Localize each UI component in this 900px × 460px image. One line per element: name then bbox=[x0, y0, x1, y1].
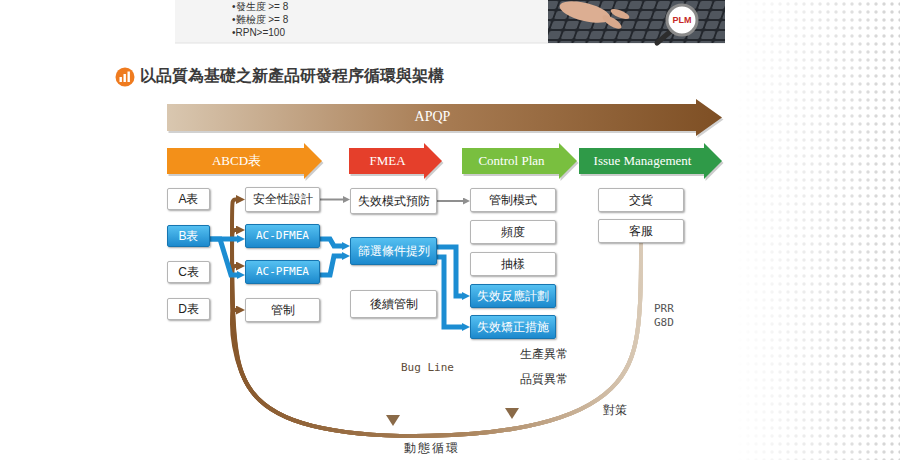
node-text: 管制模式 bbox=[489, 193, 537, 207]
node-text: ABCD表 bbox=[212, 153, 261, 169]
highlight-box: 失效矯正措施 bbox=[470, 315, 556, 339]
hand-photo bbox=[558, 0, 613, 27]
flow-connector bbox=[210, 239, 237, 275]
flow-connector bbox=[320, 199, 343, 201]
node-text: 交貨 bbox=[629, 193, 653, 207]
highlight-box: 篩選條件提列 bbox=[350, 237, 437, 265]
dot-pattern bbox=[735, 0, 900, 460]
phase-arrow: ABCD表 bbox=[167, 143, 322, 179]
process-box: 客服 bbox=[598, 219, 684, 243]
node-text: 後續管制 bbox=[370, 297, 418, 311]
lens-ring bbox=[667, 5, 697, 35]
annotation-label: 動態循環 bbox=[402, 441, 462, 455]
flow-connector bbox=[320, 239, 342, 246]
band-body bbox=[167, 99, 722, 136]
annotation-label: 品質異常 bbox=[518, 372, 570, 386]
annotation-label: Bug Line bbox=[399, 361, 456, 374]
annotation-label: •難檢度 >= 8 bbox=[232, 14, 288, 26]
annotation-label: G8D bbox=[652, 316, 676, 329]
bug-line-arrow bbox=[391, 321, 395, 416]
annotation-label: •發生度 >= 8 bbox=[232, 1, 288, 13]
node-text: 管制 bbox=[271, 303, 295, 317]
flow-connector bbox=[437, 200, 463, 202]
anomaly-arrow bbox=[510, 342, 514, 409]
apqp-arrow-band: APQP bbox=[167, 99, 722, 136]
phase-arrow: FMEA bbox=[349, 143, 442, 179]
title-icon-bar bbox=[120, 77, 122, 82]
dynamic-loop-connector bbox=[232, 200, 641, 436]
annotation-label: PRR bbox=[652, 302, 676, 315]
node-text: Control Plan bbox=[478, 153, 544, 169]
process-box: 抽樣 bbox=[470, 252, 556, 276]
node-text: AC-DFMEA bbox=[256, 229, 309, 242]
node-text: AC-PFMEA bbox=[256, 265, 309, 278]
node-text: PLM bbox=[673, 15, 692, 26]
node-text: 失效反應計劃 bbox=[477, 289, 549, 303]
dynamic-loop-connector bbox=[232, 243, 641, 436]
node-text: 失效模式預防 bbox=[358, 194, 430, 208]
highlight-box: B表 bbox=[167, 225, 210, 247]
process-box: 頻度 bbox=[470, 220, 556, 244]
title-icon-bar bbox=[124, 74, 126, 82]
process-box: D表 bbox=[167, 298, 210, 320]
phase-body bbox=[579, 143, 722, 179]
node-text: A表 bbox=[178, 192, 198, 206]
node-text: 篩選條件提列 bbox=[358, 244, 430, 258]
magnifier-lens: PLM bbox=[665, 3, 699, 37]
title-icon-bar bbox=[128, 72, 130, 83]
phase-body bbox=[349, 143, 442, 179]
magnifier-handle bbox=[657, 31, 671, 43]
anomaly-arrowhead bbox=[505, 408, 519, 419]
node-text: Issue Management bbox=[594, 153, 692, 169]
phase-arrow: Issue Management bbox=[579, 143, 722, 179]
annotation-label: •RPN>=100 bbox=[232, 27, 285, 39]
highlight-box: AC-PFMEA bbox=[245, 260, 320, 284]
annotation-label: 對策 bbox=[601, 403, 629, 417]
node-text: APQP bbox=[415, 109, 451, 126]
page-title: 以品質為基礎之新產品研發程序循環與架構 bbox=[140, 66, 444, 85]
process-box: 管制 bbox=[245, 298, 320, 322]
highlight-box: 失效反應計劃 bbox=[470, 284, 556, 308]
flow-connector bbox=[437, 247, 462, 296]
node-text: 客服 bbox=[629, 224, 653, 238]
node-text: B表 bbox=[178, 229, 198, 243]
flow-connector bbox=[320, 256, 342, 275]
process-box: 失效模式預防 bbox=[350, 188, 437, 214]
title-icon bbox=[116, 68, 135, 87]
flow-connector bbox=[437, 257, 462, 327]
node-text: C表 bbox=[178, 265, 199, 279]
process-box: 交貨 bbox=[598, 188, 684, 212]
dot-fade bbox=[735, 0, 900, 460]
node-text: 失效矯正措施 bbox=[477, 320, 549, 334]
slide-panel bbox=[175, 0, 725, 43]
node-text: D表 bbox=[178, 302, 199, 316]
node-text: FMEA bbox=[369, 153, 405, 169]
process-box: 後續管制 bbox=[350, 290, 437, 318]
process-box: 管制模式 bbox=[470, 188, 556, 212]
process-box: A表 bbox=[167, 188, 210, 210]
phase-arrow: Control Plan bbox=[462, 143, 577, 179]
node-text: 頻度 bbox=[501, 225, 525, 239]
annotation-label: 生產異常 bbox=[518, 347, 570, 361]
bug-line-arrowhead bbox=[386, 415, 400, 426]
phase-body bbox=[167, 143, 322, 179]
phase-body bbox=[462, 143, 577, 179]
node-text: 安全性設計 bbox=[253, 192, 313, 206]
node-text: 抽樣 bbox=[501, 257, 525, 271]
highlight-box: AC-DFMEA bbox=[245, 224, 320, 248]
dynamic-loop-connector bbox=[232, 243, 641, 436]
finger-photo bbox=[609, 7, 630, 21]
process-box: 安全性設計 bbox=[245, 187, 320, 212]
process-box: C表 bbox=[167, 261, 210, 283]
dynamic-loop-connector bbox=[232, 230, 641, 436]
title-icon-disc bbox=[116, 68, 135, 87]
